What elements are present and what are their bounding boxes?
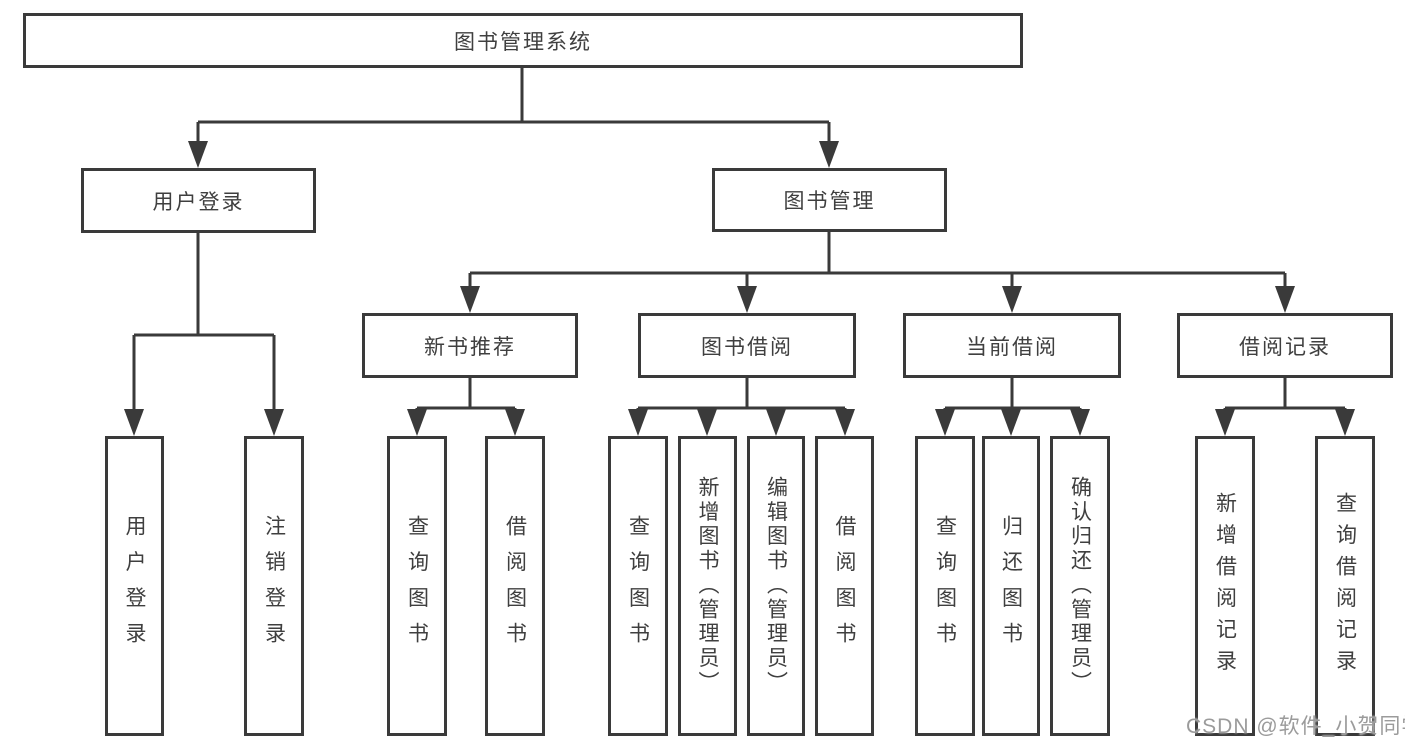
leaf-query-books-2: 查询图书 xyxy=(608,436,668,736)
node-current-borrowing: 当前借阅 xyxy=(903,313,1121,378)
leaf-borrow-books-2: 借阅图书 xyxy=(815,436,874,736)
leaf-query-books-3: 查询图书 xyxy=(915,436,975,736)
leaf-add-borrow-record: 新增借阅记录 xyxy=(1195,436,1255,736)
csdn-watermark: CSDN @软件_小贺同学 xyxy=(1186,715,1405,738)
leaf-edit-books-admin: 编辑图书（管理员） xyxy=(747,436,805,736)
leaf-return-books: 归还图书 xyxy=(982,436,1040,736)
leaf-add-books-admin: 新增图书（管理员） xyxy=(678,436,737,736)
leaf-confirm-return-admin: 确认归还（管理员） xyxy=(1050,436,1110,736)
leaf-logout: 注销登录 xyxy=(244,436,304,736)
node-book-borrowing: 图书借阅 xyxy=(638,313,856,378)
leaf-query-books-1: 查询图书 xyxy=(387,436,447,736)
leaf-borrow-books-1: 借阅图书 xyxy=(485,436,545,736)
leaf-query-borrow-record: 查询借阅记录 xyxy=(1315,436,1375,736)
node-user-login: 用户登录 xyxy=(81,168,316,233)
node-library-management-system: 图书管理系统 xyxy=(23,13,1023,68)
node-new-book-recommendation: 新书推荐 xyxy=(362,313,578,378)
leaf-user-login: 用户登录 xyxy=(105,436,164,736)
node-borrowing-records: 借阅记录 xyxy=(1177,313,1393,378)
node-book-management: 图书管理 xyxy=(712,168,947,232)
